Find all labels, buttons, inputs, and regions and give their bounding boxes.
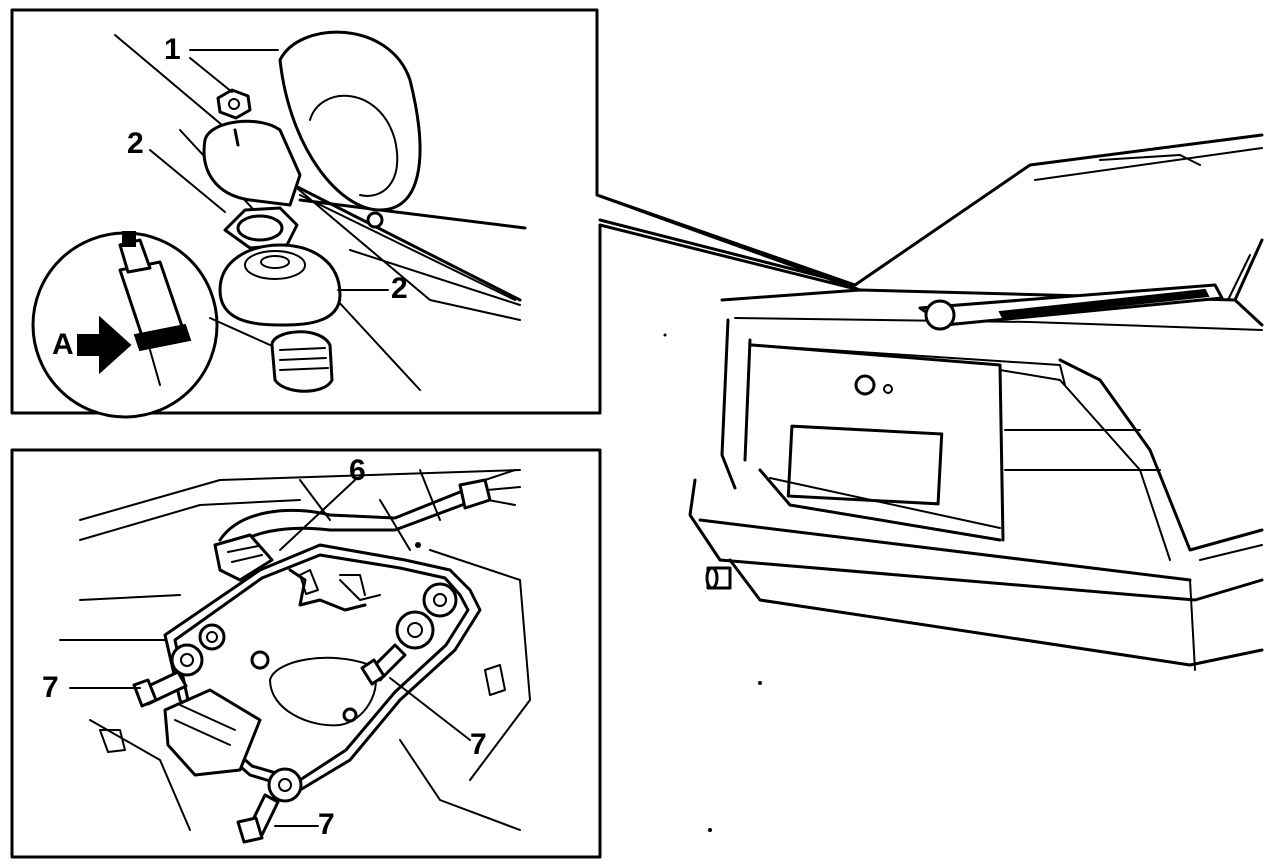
bolt-bottom <box>236 793 280 844</box>
callout-label-7-left: 7 <box>42 671 59 704</box>
car-rear-view <box>663 133 1264 832</box>
bolt-left <box>132 670 188 708</box>
callout-label-a: A <box>52 328 74 361</box>
callout-label-2-grommet: 2 <box>391 272 408 305</box>
callout-label-6: 6 <box>349 454 366 487</box>
lower-detail-panel <box>10 448 602 859</box>
bolt-right <box>360 643 407 686</box>
callout-label-7-right: 7 <box>470 728 487 761</box>
callout-label-1: 1 <box>164 33 181 66</box>
upper-detail-panel <box>10 8 862 419</box>
callout-label-7-bottom: 7 <box>318 808 335 841</box>
callout-label-2-nut: 2 <box>127 127 144 160</box>
